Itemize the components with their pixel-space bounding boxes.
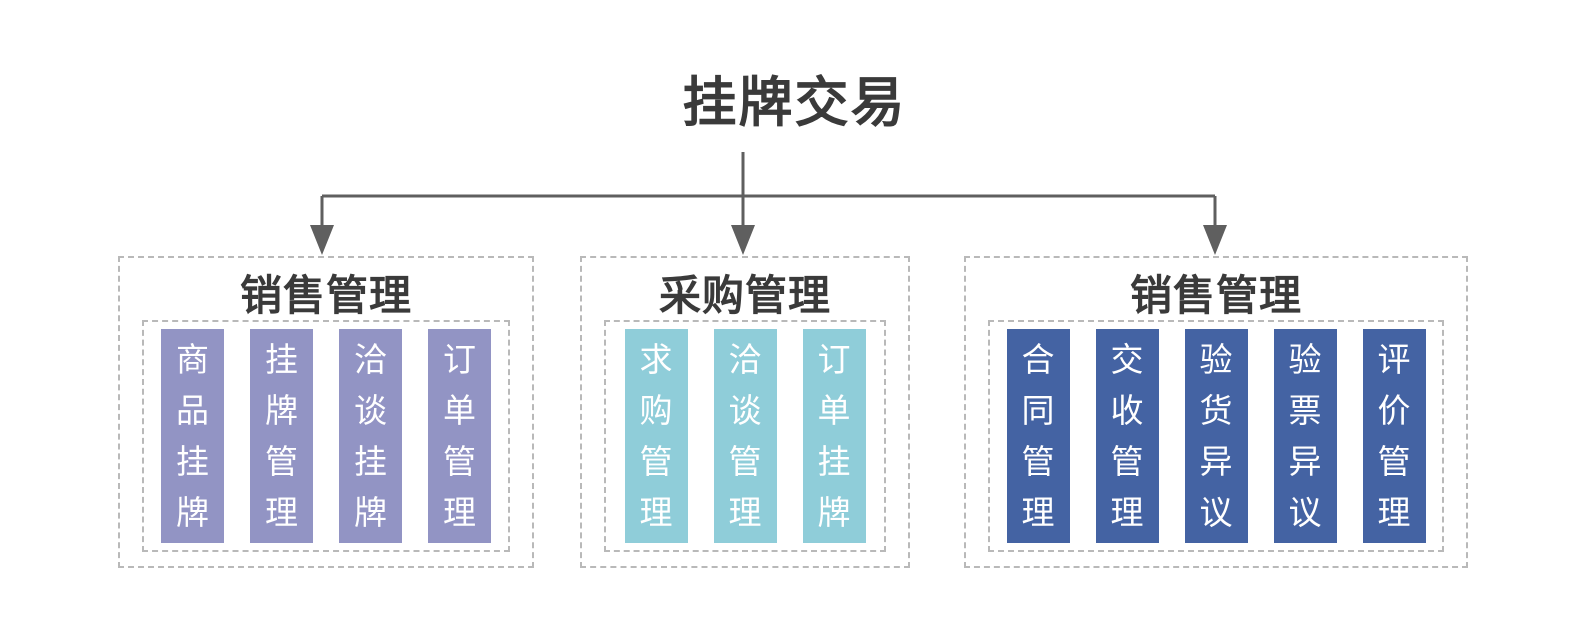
item-bar[interactable]: 验票异议 (1273, 329, 1337, 543)
item-bar[interactable]: 合同管理 (1006, 329, 1070, 543)
group-items-frame: 合同管理 交收管理 验货异议 验票异议 评价管理 (988, 320, 1444, 552)
item-label: 挂牌管理 (265, 340, 298, 532)
item-label: 合同管理 (1021, 340, 1055, 532)
item-label: 洽谈管理 (728, 340, 762, 532)
item-bar[interactable]: 订单挂牌 (802, 329, 866, 543)
item-label: 商品挂牌 (176, 340, 209, 532)
item-bar[interactable]: 评价管理 (1362, 329, 1426, 543)
group-title: 采购管理 (658, 271, 831, 320)
item-label: 评价管理 (1377, 340, 1411, 532)
item-label: 交收管理 (1110, 340, 1144, 532)
item-bar[interactable]: 洽谈挂牌 (339, 329, 402, 543)
item-bar[interactable]: 洽谈管理 (713, 329, 777, 543)
root-node-title: 挂牌交易 (682, 71, 907, 134)
group-title: 销售管理 (1129, 271, 1302, 320)
item-label: 验票异议 (1288, 340, 1322, 532)
item-label: 验货异议 (1199, 340, 1233, 532)
item-bar[interactable]: 交收管理 (1095, 329, 1159, 543)
item-label: 订单管理 (443, 340, 476, 532)
item-bar[interactable]: 验货异议 (1184, 329, 1248, 543)
group-title: 销售管理 (239, 271, 412, 320)
item-label: 洽谈挂牌 (354, 340, 387, 532)
item-label: 求购管理 (639, 340, 673, 532)
group-sales-management-right[interactable]: 销售管理 合同管理 交收管理 验货异议 验票异议 评价管理 (964, 256, 1468, 568)
group-items-frame: 求购管理 洽谈管理 订单挂牌 (604, 320, 886, 552)
item-bar[interactable]: 求购管理 (624, 329, 688, 543)
group-sales-management-left[interactable]: 销售管理 商品挂牌 挂牌管理 洽谈挂牌 订单管理 (118, 256, 534, 568)
item-bar[interactable]: 商品挂牌 (161, 329, 224, 543)
item-bar[interactable]: 订单管理 (428, 329, 491, 543)
group-purchase-management[interactable]: 采购管理 求购管理 洽谈管理 订单挂牌 (580, 256, 910, 568)
item-bar[interactable]: 挂牌管理 (250, 329, 313, 543)
group-items-frame: 商品挂牌 挂牌管理 洽谈挂牌 订单管理 (142, 320, 510, 552)
item-label: 订单挂牌 (817, 340, 851, 532)
